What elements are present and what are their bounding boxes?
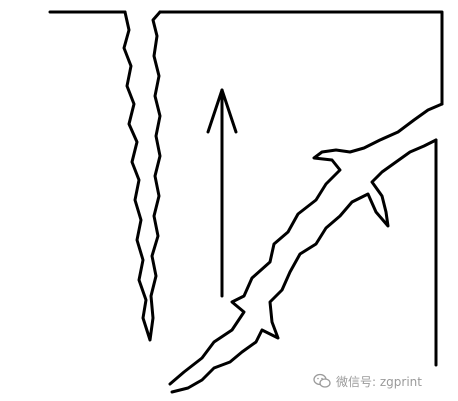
- arrow-head: [206, 88, 238, 134]
- diagonal-crack-lower: [170, 138, 438, 394]
- top-edge-right: [158, 10, 444, 106]
- diagonal-crack-upper: [168, 102, 444, 386]
- wechat-watermark: 微信号: zgprint: [313, 370, 422, 392]
- watermark-text: 微信号: zgprint: [336, 374, 422, 389]
- vertical-crack: [122, 10, 162, 342]
- wechat-icon: [313, 373, 331, 388]
